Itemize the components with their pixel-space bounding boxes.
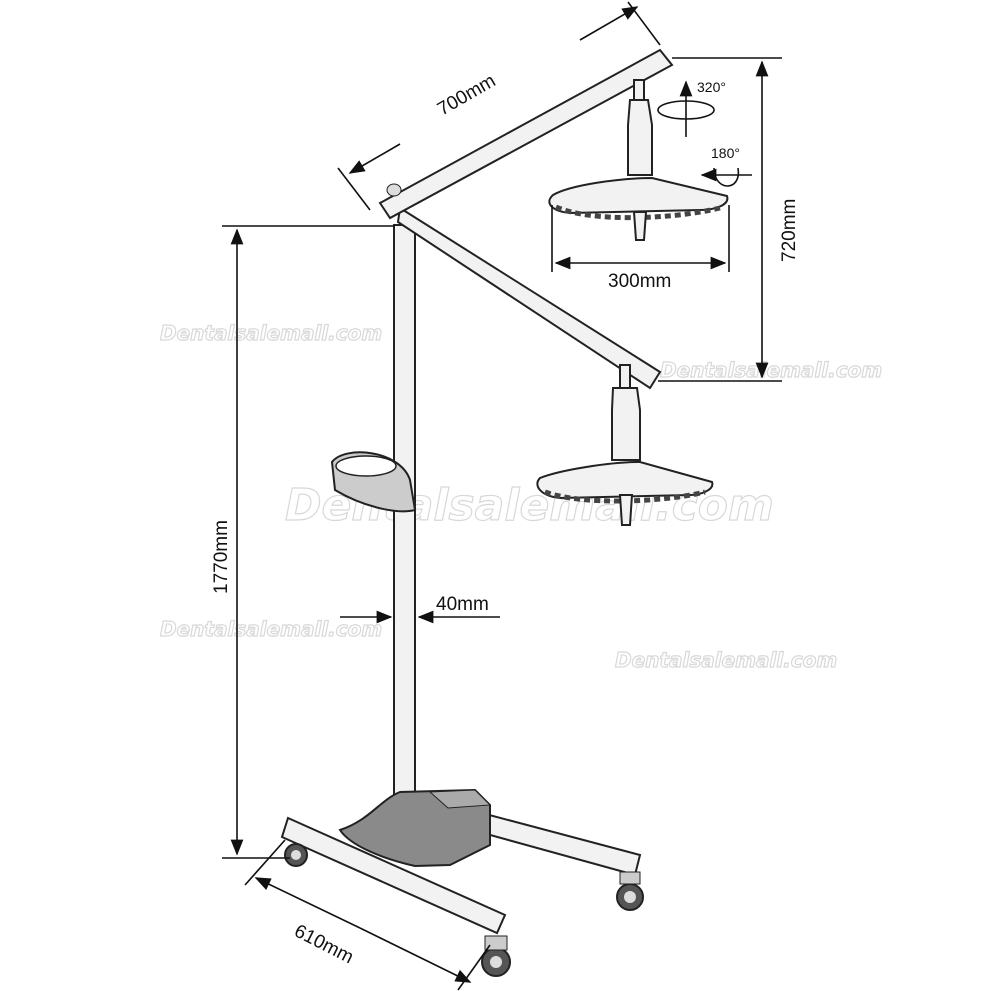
dimension-arm-length: 700mm <box>337 1 661 211</box>
rear-leg <box>470 810 644 911</box>
dimension-total-height: 1770mm <box>211 225 395 859</box>
watermark: Dentalsalemall.com <box>160 617 382 641</box>
pole-diameter-label: 40mm <box>436 594 489 615</box>
lamp-width-label: 300mm <box>608 271 671 292</box>
holder-basket <box>330 451 417 513</box>
arm-length-label: 700mm <box>434 70 499 120</box>
height-range-label: 720mm <box>779 199 800 262</box>
upper-arm <box>378 48 729 241</box>
base-width-label: 610mm <box>291 921 357 968</box>
front-leg <box>280 816 511 977</box>
dimension-lamp-width: 300mm <box>551 205 730 292</box>
watermark: Dentalsalemall.com <box>660 358 882 382</box>
dimension-pole-diameter: 40mm <box>340 594 500 624</box>
base-hub <box>338 788 492 868</box>
total-height-label: 1770mm <box>211 520 232 594</box>
pole <box>393 224 416 806</box>
rotation-horizontal-label: 320° <box>697 79 726 95</box>
watermarks: Dentalsalemall.com Dentalsalemall.com De… <box>159 320 882 672</box>
rotation-320-icon: 320° <box>657 79 726 137</box>
watermark: Dentalsalemall.com <box>615 648 837 672</box>
watermark: Dentalsalemall.com <box>160 321 382 345</box>
dimension-height-range: 720mm <box>658 57 800 382</box>
rotation-vertical-label: 180° <box>711 145 740 161</box>
rotation-180-icon: 180° <box>700 145 752 187</box>
lower-arm <box>396 206 714 526</box>
